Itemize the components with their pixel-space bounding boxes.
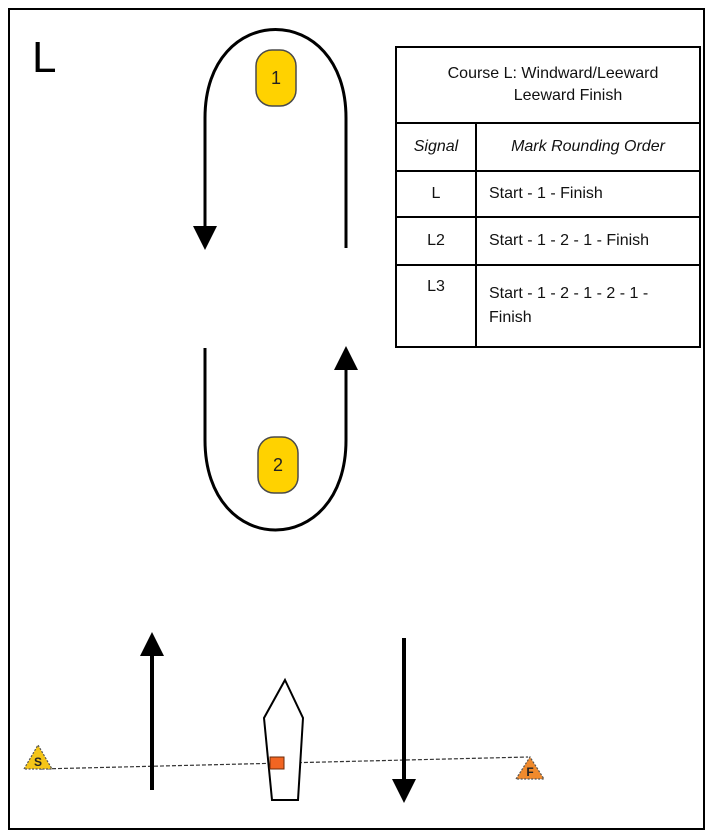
course-letter: L: [32, 33, 57, 82]
finish-mark: F: [514, 755, 546, 780]
mark-1-label: 1: [271, 68, 281, 88]
course-table-title: Course L: Windward/Leeward Leeward Finis…: [395, 46, 701, 124]
start-mark-triangle: [22, 743, 54, 770]
arrow-up-icon: [334, 346, 358, 370]
start-finish-line: [39, 756, 529, 770]
mark-1-buoy: [255, 49, 297, 107]
order-cell: Start - 1 - 2 - 1 - Finish: [475, 216, 701, 266]
order-cell: Start - 1 - Finish: [475, 170, 701, 218]
signal-cell: L2: [395, 216, 477, 266]
column-header-order: Mark Rounding Order: [475, 122, 701, 172]
table-row: L3 Start - 1 - 2 - 1 - 2 - 1 - Finish: [395, 264, 701, 348]
signal-cell: L3: [395, 264, 477, 348]
mark-1: 1: [255, 49, 297, 107]
arrow-down-icon: [193, 226, 217, 250]
committee-boat: [262, 677, 305, 801]
rounding-path-mark-1: [203, 28, 348, 248]
table-row: L Start - 1 - Finish: [395, 170, 701, 218]
start-mark-label: S: [34, 755, 42, 769]
finish-arrow-down-icon: [392, 779, 416, 803]
course-table-title-line-2: Leeward Finish: [513, 87, 623, 104]
course-table: Course L: Windward/Leeward Leeward Finis…: [395, 46, 701, 348]
committee-boat-flag: [269, 756, 285, 770]
signal-cell: L: [395, 170, 477, 218]
table-row: L2 Start - 1 - 2 - 1 - Finish: [395, 216, 701, 266]
mark-2-buoy: [257, 436, 299, 494]
order-cell: Start - 1 - 2 - 1 - 2 - 1 - Finish: [475, 264, 701, 348]
finish-mark-triangle: [514, 755, 546, 780]
column-header-signal: Signal: [395, 122, 477, 172]
course-table-title-line-1: Course L: Windward/Leeward: [447, 65, 659, 82]
rounding-path-mark-2: [203, 348, 348, 532]
start-mark: S: [22, 743, 54, 770]
start-arrow-up-icon: [140, 632, 164, 656]
mark-2-label: 2: [273, 455, 283, 475]
committee-boat-hull: [262, 677, 305, 801]
finish-mark-label: F: [526, 765, 533, 779]
mark-2: 2: [257, 436, 299, 494]
